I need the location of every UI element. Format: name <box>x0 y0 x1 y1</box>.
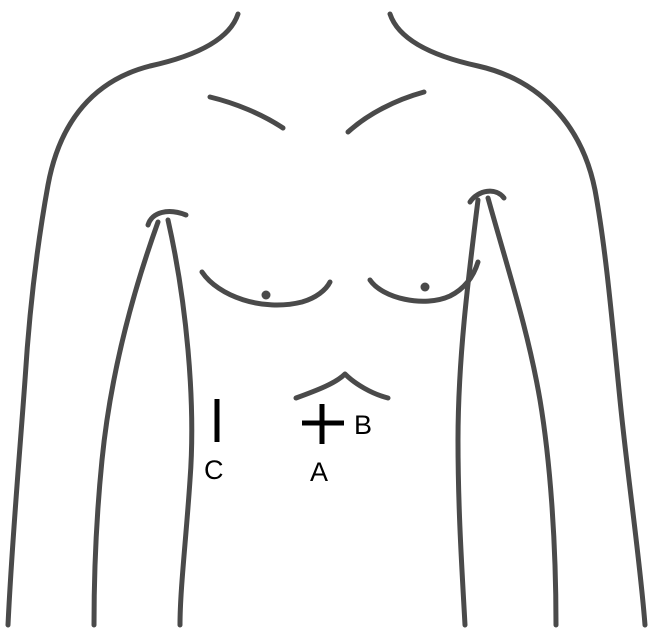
left-pectoral <box>202 272 330 305</box>
marker-a-cross <box>302 404 344 444</box>
left-torso-side <box>168 220 192 625</box>
left-clavicle <box>210 97 283 128</box>
right-inner-arm <box>488 198 556 625</box>
xiphoid-arch <box>296 374 388 398</box>
label-b: B <box>354 410 372 440</box>
label-a: A <box>310 457 328 487</box>
right-pectoral <box>370 262 478 301</box>
left-nipple <box>262 291 271 300</box>
right-nipple <box>421 283 430 292</box>
right-clavicle <box>348 92 424 132</box>
left-inner-arm <box>94 222 158 625</box>
label-c: C <box>204 455 224 485</box>
left-shoulder-outline <box>8 14 238 625</box>
right-shoulder-outline <box>390 14 645 625</box>
